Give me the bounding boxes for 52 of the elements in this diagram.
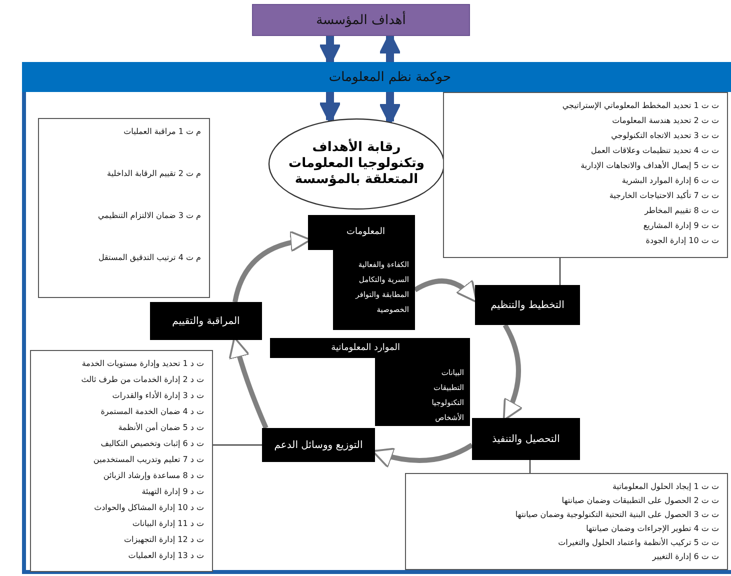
list-panel [30, 350, 213, 572]
list-item: ت د 8 مساعدة وإرشاد الزبائن [103, 471, 204, 481]
ellipse-title: رقابة الأهداف وتكنولوجيا المعلومات المتعلقة بالمؤسسة [288, 140, 426, 188]
list-panel [405, 473, 728, 570]
list-item: ت ت 4 تحديد تنظيمات وعلاقات العمل [590, 146, 719, 156]
info-panel [270, 338, 470, 426]
list-panel [38, 118, 210, 298]
arrow [379, 92, 401, 125]
list-item: م ت 2 تقييم الرقابة الداخلية [107, 169, 201, 179]
list-item: ت د 3 إدارة الأداء والقدرات [112, 391, 204, 401]
list-item: ت ت 7 تأكيد الاحتياجات الخارجية [609, 191, 719, 201]
list-item: ت ت 2 الحصول على التطبيقات وضمان صيانتها [562, 496, 719, 506]
list-item: ت ت 4 تطوير الإجراءات وضمان صيانتها [586, 524, 719, 534]
governance-band: حوكمة نظم المعلومات [22, 62, 731, 92]
list-item: ت د 4 ضمان الخدمة المستمرة [100, 407, 204, 417]
list-item: ت د 10 إدارة المشاكل والحوادث [94, 503, 204, 513]
process-box: التوزيع ووسائل الدعم [262, 428, 375, 462]
list-item: ت د 7 تعليم وتدريب المستخدمين [93, 455, 204, 465]
list-item: ت ت 1 إيجاد الحلول المعلوماتية [612, 482, 719, 492]
list-item: ت ت 10 إدارة الجودة [646, 236, 719, 246]
goal-box: أهداف المؤسسة [252, 4, 470, 36]
list-item: ت د 12 إدارة التجهيزات [124, 535, 204, 545]
list-item: ت ت 2 تحديد هندسة المعلومات [612, 116, 719, 126]
process-box: المراقبة والتقييم [150, 302, 262, 340]
list-item: ت د 11 إدارة البيانات [132, 519, 204, 529]
panel-heading: المعلومات [346, 227, 385, 238]
list-item: ت ت 3 الحصول على البنية التحتية التكنولوجية وضمان صيانتها [515, 510, 719, 520]
list-item: ت د 5 ضمان أمن الأنظمة [118, 423, 204, 433]
list-item: ت ت 5 إيصال الأهداف والاتجاهات الإدارية [580, 161, 719, 171]
list-panel [443, 92, 728, 258]
list-item: ت ت 1 تحديد المخطط المعلوماتي الإستراتيجي [562, 101, 719, 111]
list-item: ت ت 6 إدارة التغيير [652, 552, 719, 562]
connector-line [559, 258, 561, 285]
list-item: ت د 6 إثبات وتخصيص التكاليف [100, 439, 204, 449]
list-item: ت د 1 تحديد وإدارة مستويات الخدمة [82, 359, 204, 369]
list-item: م ت 3 ضمان الالتزام التنظيمي [98, 211, 201, 221]
list-item: ت د 2 إدارة الخدمات من طرف ثالث [81, 375, 204, 385]
list-item: ت ت 6 إدارة الموارد البشرية [622, 176, 719, 186]
panel-heading: الموارد المعلوماتية [331, 343, 400, 354]
process-box: التخطيط والتنظيم [475, 285, 580, 325]
process-box: التحصيل والتنفيذ [472, 418, 580, 460]
info-panel [308, 215, 415, 330]
list-item: ت ت 5 تركيب الأنظمة واعتماد الحلول والتغيرات [558, 538, 719, 548]
list-item: م ت 4 ترتيب التدقيق المستقل [98, 253, 201, 263]
list-item: ت ت 9 إدارة المشاريع [643, 221, 719, 231]
connector-line [213, 444, 262, 446]
list-item: ت ت 8 تقييم المخاطر [644, 206, 719, 216]
connector-line [529, 460, 531, 473]
list-item: ت د 9 إدارة التهيئة [142, 487, 204, 497]
list-item: ت د 13 إدارة العمليات [128, 551, 204, 561]
list-item: م ت 1 مراقبة العمليات [124, 127, 201, 137]
list-item: ت ت 3 تحديد الاتجاه التكنولوجي [611, 131, 719, 141]
